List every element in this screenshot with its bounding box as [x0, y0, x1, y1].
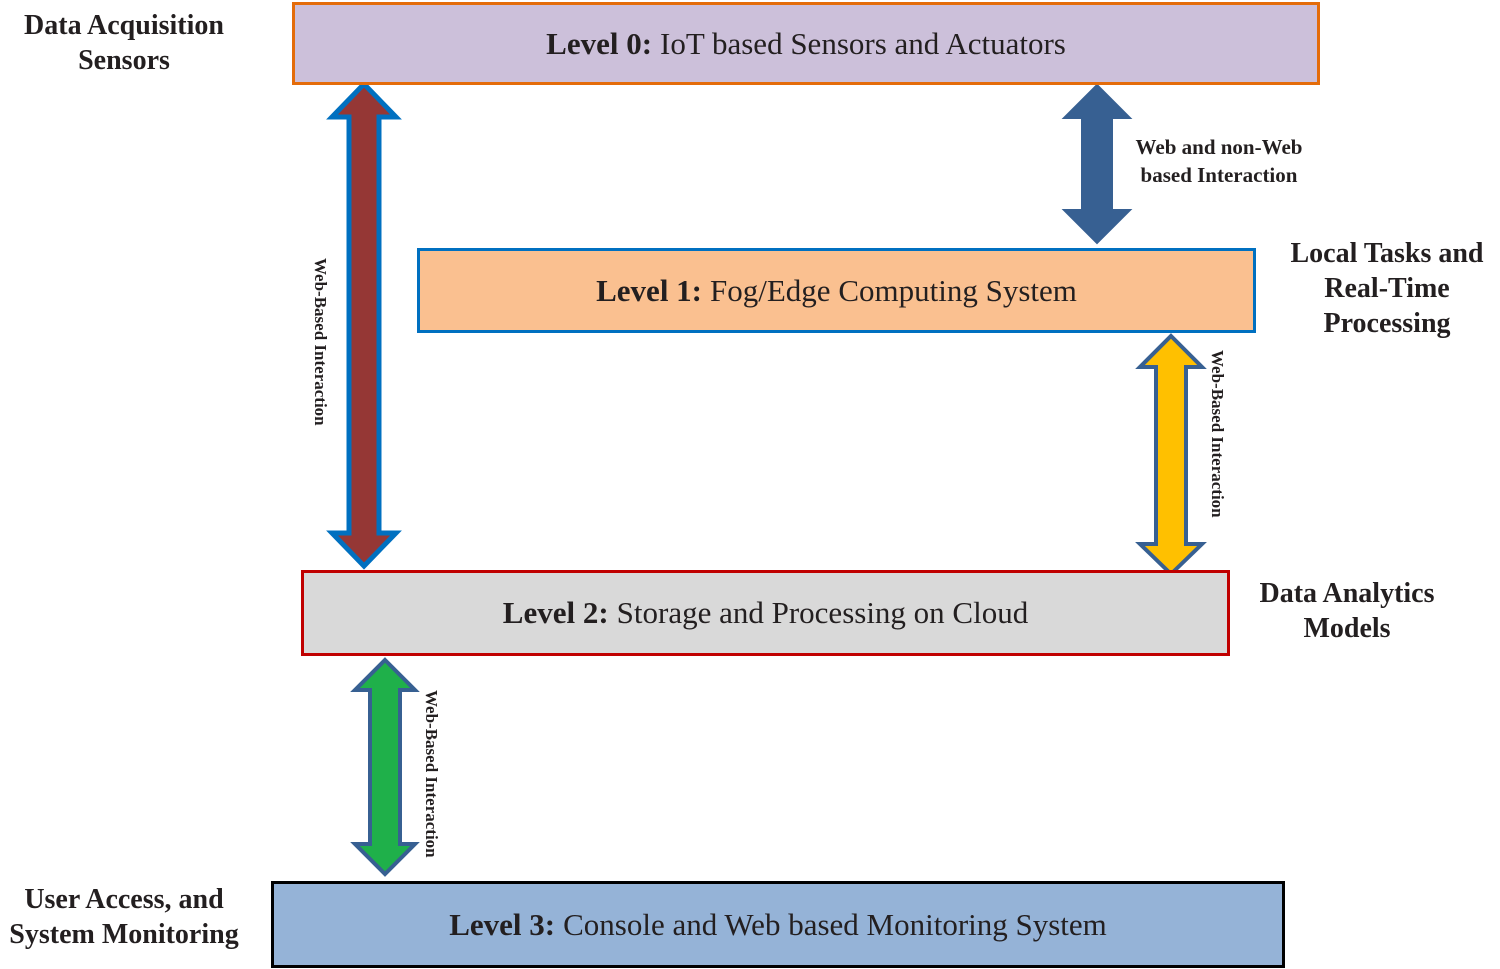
level-0-number: Level 0: [546, 25, 653, 61]
level-2-side-label: Data Analytics Models [1259, 578, 1435, 644]
level-1-side-label: Local Tasks and Real-Time Processing [1290, 238, 1484, 339]
arrow-label-level2-level3: Web-Based Interaction [422, 690, 441, 858]
level-1-number: Level 1: [596, 272, 703, 308]
arrow-level0-level1 [1061, 83, 1133, 245]
arrow-label-level1-level2: Web-Based Interaction [1208, 350, 1227, 518]
level-0-box: Level 0: IoT based Sensors and Actuators [292, 2, 1320, 85]
arrow-level1-level2 [1135, 333, 1207, 577]
level-2-title: Storage and Processing on Cloud [616, 595, 1029, 630]
arrow-level2-level3 [350, 657, 420, 877]
arrow-level0-level2 [326, 80, 402, 570]
level-0-title: IoT based Sensors and Actuators [660, 25, 1066, 61]
level-0-side-label: Data Acquisition Sensors [24, 10, 224, 76]
level-2-number: Level 2: [502, 595, 609, 630]
arrow-label-level0-level2: Web-Based Interaction [311, 258, 330, 426]
level-1-box: Level 1: Fog/Edge Computing System [417, 248, 1256, 333]
level-3-number: Level 3: [449, 906, 556, 942]
level-2-box: Level 2: Storage and Processing on Cloud [301, 570, 1230, 656]
level-1-title: Fog/Edge Computing System [710, 272, 1077, 308]
level-3-side-label: User Access, and System Monitoring [9, 884, 239, 950]
level-3-title: Console and Web based Monitoring System [563, 906, 1107, 942]
level-3-box: Level 3: Console and Web based Monitorin… [271, 881, 1285, 968]
arrow-label-level0-level1: Web and non-Web based Interaction [1135, 135, 1303, 187]
